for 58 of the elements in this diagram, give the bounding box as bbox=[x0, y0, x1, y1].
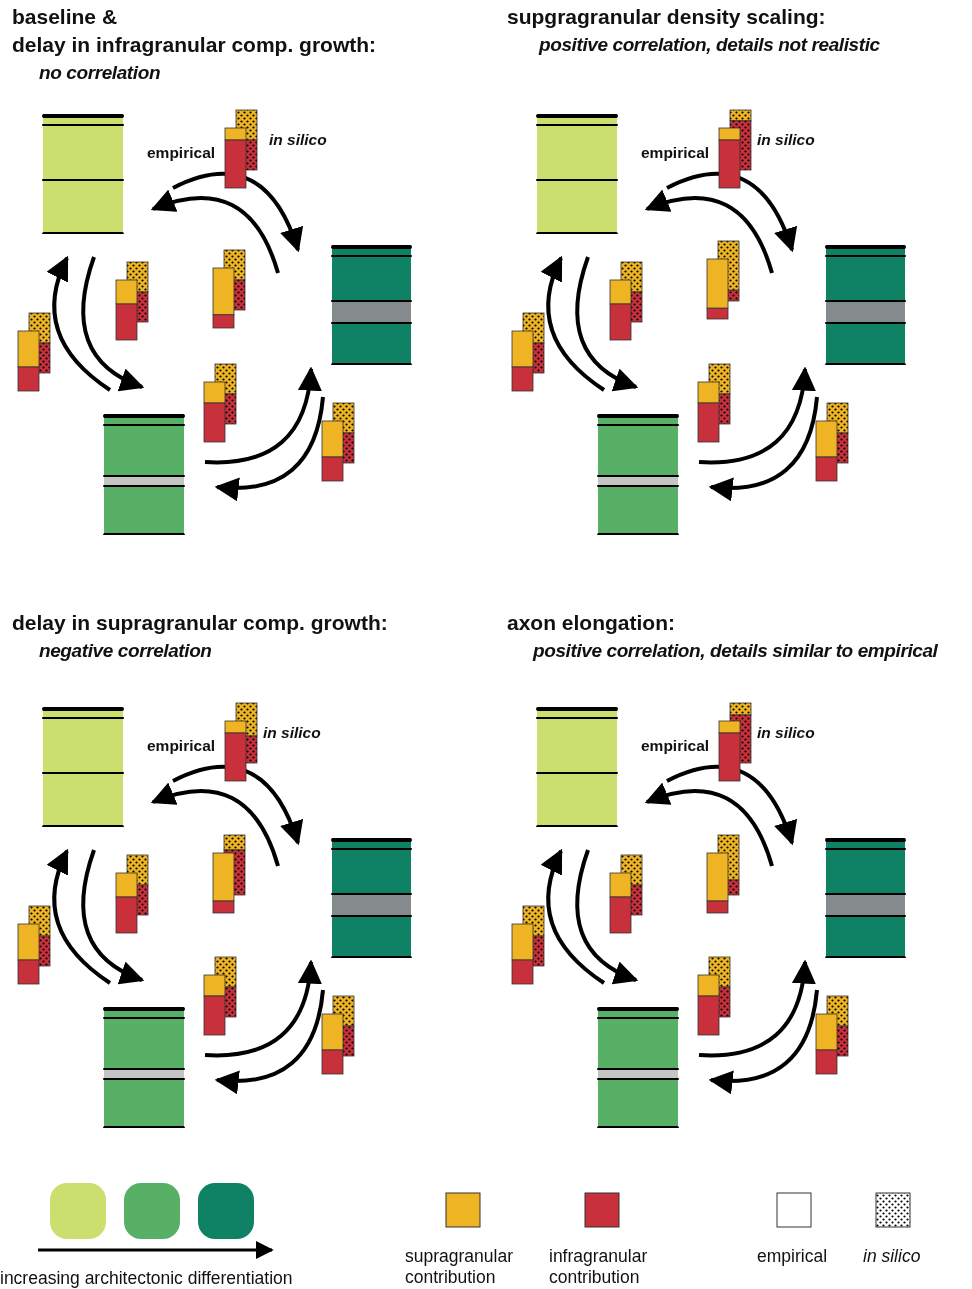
curved-arrow bbox=[150, 783, 280, 867]
panel-subtitle: negative correlation bbox=[39, 639, 212, 663]
curved-arrow bbox=[47, 848, 112, 985]
panel-heading: delay in infragranular comp. growth: bbox=[12, 32, 377, 58]
curved-arrow bbox=[214, 396, 325, 501]
curved-arrow bbox=[575, 256, 639, 390]
panel-heading: delay in supragranular comp. growth: bbox=[12, 610, 388, 636]
curved-arrow bbox=[666, 172, 797, 253]
curved-arrow bbox=[172, 172, 303, 253]
bar-label: empirical bbox=[641, 144, 710, 162]
curved-arrow bbox=[644, 783, 774, 867]
legend-label: empirical bbox=[757, 1246, 829, 1267]
curved-arrow bbox=[666, 765, 797, 846]
panel-heading: baseline & bbox=[12, 4, 118, 30]
panel-heading: supgragranular density scaling: bbox=[507, 4, 826, 30]
cortical-column bbox=[597, 414, 679, 535]
curved-arrow bbox=[541, 255, 606, 392]
bar-label: in silico bbox=[757, 724, 815, 742]
cortical-column bbox=[42, 114, 124, 234]
bar-label: in silico bbox=[757, 131, 815, 149]
legend-label: infragranular contribution bbox=[549, 1246, 649, 1288]
cortical-column bbox=[103, 1007, 185, 1128]
curved-arrow bbox=[81, 849, 145, 983]
bar-label: in silico bbox=[263, 724, 321, 742]
curved-arrow bbox=[172, 765, 303, 846]
curved-arrow bbox=[575, 849, 639, 983]
bar-label: empirical bbox=[147, 737, 216, 755]
cortical-column bbox=[42, 707, 124, 827]
curved-arrow bbox=[698, 366, 815, 465]
curved-arrow bbox=[204, 366, 321, 465]
panel-subtitle: positive correlation, details similar to empirical bbox=[533, 639, 938, 663]
curved-arrow bbox=[698, 959, 815, 1058]
cortical-column bbox=[103, 414, 185, 535]
bar-label: empirical bbox=[641, 737, 710, 755]
panel-subtitle: positive correlation, details not realistic bbox=[539, 33, 880, 57]
cortical-column bbox=[331, 245, 412, 365]
cortical-column bbox=[825, 245, 906, 365]
cortical-column bbox=[825, 838, 906, 958]
curved-arrow bbox=[81, 256, 145, 390]
axis-caption: increasing architectonic differentiation bbox=[0, 1268, 293, 1289]
bar-label: empirical bbox=[147, 144, 216, 162]
cortical-column bbox=[597, 1007, 679, 1128]
curved-arrow bbox=[47, 255, 112, 392]
curved-arrow bbox=[708, 989, 819, 1094]
panel-subtitle: no correlation bbox=[39, 61, 161, 85]
curved-arrow bbox=[708, 396, 819, 501]
bar-label: in silico bbox=[269, 131, 327, 149]
cortical-column bbox=[331, 838, 412, 958]
cortical-column bbox=[536, 707, 618, 827]
curved-arrow bbox=[541, 848, 606, 985]
curved-arrow bbox=[150, 190, 280, 274]
curved-arrow bbox=[204, 959, 321, 1058]
legend-label: supragranular contribution bbox=[405, 1246, 514, 1288]
cortical-column bbox=[536, 114, 618, 234]
panel-heading: axon elongation: bbox=[507, 610, 675, 636]
legend-label: in silico bbox=[863, 1246, 922, 1267]
curved-arrow bbox=[644, 190, 774, 274]
curved-arrow bbox=[214, 989, 325, 1094]
